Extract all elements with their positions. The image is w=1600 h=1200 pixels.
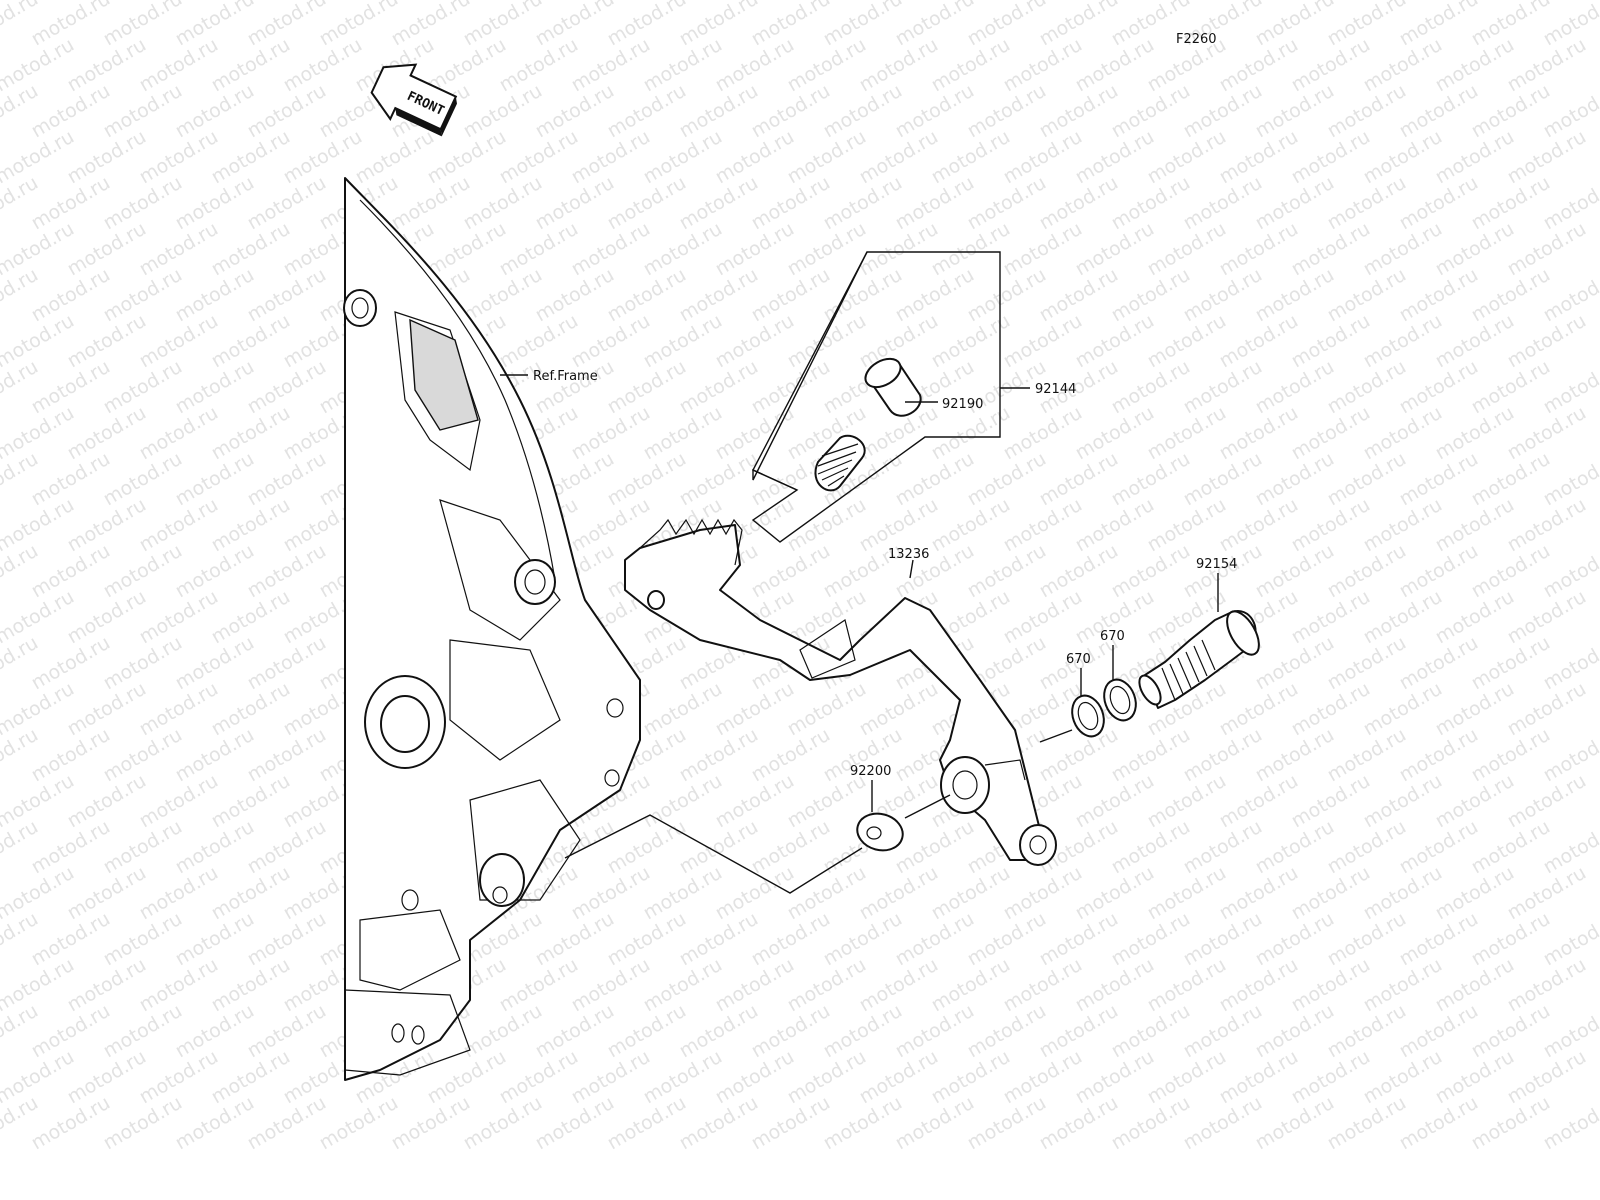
seal-670-right-drawing <box>1103 678 1137 722</box>
diagram-code: F2260 <box>1176 32 1217 47</box>
part-number-92154: 92154 <box>1196 557 1237 572</box>
shaft-92154-drawing <box>1138 610 1260 709</box>
washer-92200-drawing <box>856 812 904 852</box>
assembly-line-pedal-seal <box>1039 729 1073 743</box>
part-number-92190: 92190 <box>942 397 983 412</box>
part-number-670-left: 670 <box>1066 652 1091 667</box>
brake-pedal-13236-drawing <box>624 518 1057 866</box>
part-number-92200: 92200 <box>850 764 891 779</box>
assembly-line-frame-washer <box>564 814 863 894</box>
assembly-line-washer-pedal <box>904 794 951 819</box>
part-number-92144: 92144 <box>1035 382 1076 397</box>
spring-drawing <box>814 434 866 492</box>
leader-13236 <box>909 559 914 579</box>
part-number-670-right: 670 <box>1100 629 1125 644</box>
kit-92144-outline <box>751 251 1001 543</box>
part-number-13236: 13236 <box>888 547 929 562</box>
frame-label: Ref.Frame <box>533 369 598 384</box>
watermark-layer: motod.rumotod.rumotod.rumotod.rumotod.ru… <box>0 0 1600 1154</box>
front-arrow-icon: FRONT <box>370 63 458 137</box>
frame-drawing <box>343 177 641 1081</box>
watermark-text: motod.ru <box>1540 1092 1600 1155</box>
